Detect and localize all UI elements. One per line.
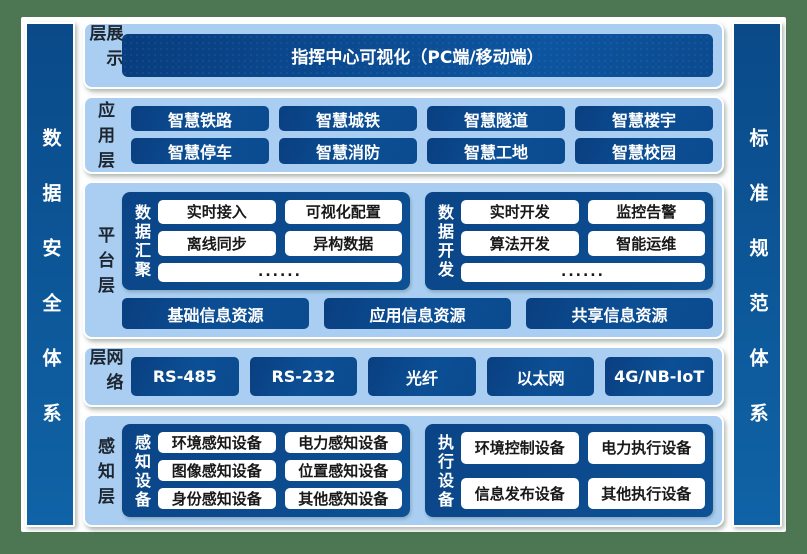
item-monitor-alert: 监控告警	[587, 199, 705, 225]
group-data-aggregation: 数据汇聚 实时接入 可视化配置 离线同步 异构数据 ......	[122, 191, 410, 290]
application-layer-label: 应用层	[94, 101, 114, 177]
perception-layer-label: 感知层	[94, 437, 114, 512]
platform-layer-label-col: 平台层	[85, 183, 122, 337]
data-development-label-col: 数据开发	[433, 200, 455, 282]
standard-spec-label: 标准规范体系	[746, 127, 769, 458]
data-development-grid: 实时开发 监控告警 算法开发 智能运维 ......	[461, 199, 705, 282]
app-box-smart-firefighting: 智慧消防	[279, 138, 417, 164]
layer-panel-display: 展示层 指挥中心可视化（PC端/移动端）	[83, 22, 724, 89]
network-layer-content: RS-485 RS-232 光纤 以太网 4G/NB-IoT	[122, 348, 722, 405]
layer-panel-application: 应用层 智慧铁路 智慧城铁 智慧隧道 智慧楼宇 智慧停车 智慧消防 智慧工地 智…	[83, 96, 724, 176]
item-env-sensing: 环境感知设备	[158, 432, 276, 453]
item-location-sensing: 位置感知设备	[284, 460, 402, 481]
platform-layer-content: 数据汇聚 实时接入 可视化配置 离线同步 异构数据 ...... 数据开发	[122, 183, 722, 337]
sensing-devices-label: 感知设备	[132, 434, 151, 510]
data-security-label: 数据安全体系	[39, 127, 62, 458]
network-layer-label: 网络层	[85, 348, 123, 398]
item-info-publishing: 信息发布设备	[461, 477, 579, 509]
platform-groups-row: 数据汇聚 实时接入 可视化配置 离线同步 异构数据 ...... 数据开发	[122, 191, 713, 290]
item-intelligent-ops: 智能运维	[587, 231, 705, 256]
app-box-smart-metro: 智慧城铁	[279, 106, 417, 132]
item-identity-sensing: 身份感知设备	[158, 488, 276, 509]
resource-basic-info: 基础信息资源	[122, 298, 309, 329]
application-layer-label-col: 应用层	[85, 98, 122, 176]
layer-panel-network: 网络层 RS-485 RS-232 光纤 以太网 4G/NB-IoT	[83, 346, 724, 407]
item-power-sensing: 电力感知设备	[284, 432, 402, 453]
resource-application-info: 应用信息资源	[324, 298, 511, 329]
net-box-rs232: RS-232	[249, 357, 358, 396]
group-sensing-devices: 感知设备 环境感知设备 电力感知设备 图像感知设备 位置感知设备 身份感知设备 …	[122, 424, 410, 517]
display-layer-content: 指挥中心可视化（PC端/移动端）	[122, 24, 722, 87]
layer-panel-platform: 平台层 数据汇聚 实时接入 可视化配置 离线同步 异构数据 ......	[83, 180, 724, 339]
net-box-4g-nbiot: 4G/NB-IoT	[605, 357, 713, 396]
item-realtime-access: 实时接入	[158, 199, 276, 225]
actuator-devices-grid: 环境控制设备 电力执行设备 信息发布设备 其他执行设备	[461, 432, 705, 509]
application-layer-content: 智慧铁路 智慧城铁 智慧隧道 智慧楼宇 智慧停车 智慧消防 智慧工地 智慧校园	[122, 98, 722, 172]
net-box-rs485: RS-485	[131, 357, 239, 396]
app-box-smart-parking: 智慧停车	[131, 138, 269, 164]
item-other-actuator: 其他执行设备	[587, 477, 705, 509]
item-image-sensing: 图像感知设备	[158, 460, 276, 481]
item-heterogeneous-data: 异构数据	[284, 231, 402, 256]
diagram-background: 数据安全体系 展示层 指挥中心可视化（PC端/移动端） 应用层 智慧铁路 智慧城…	[21, 17, 786, 532]
sensing-devices-label-col: 感知设备	[130, 432, 152, 510]
sensing-devices-grid: 环境感知设备 电力感知设备 图像感知设备 位置感知设备 身份感知设备 其他感知设…	[158, 432, 402, 509]
actuator-devices-label-col: 执行设备	[433, 432, 455, 510]
data-security-bar: 数据安全体系	[25, 22, 75, 527]
perception-layer-label-col: 感知层	[85, 416, 122, 525]
group-data-development: 数据开发 实时开发 监控告警 算法开发 智能运维 ......	[425, 191, 713, 290]
app-box-smart-site: 智慧工地	[427, 138, 565, 164]
resource-shared-info: 共享信息资源	[526, 298, 713, 329]
item-other-sensing: 其他感知设备	[284, 488, 402, 509]
net-box-fiber: 光纤	[368, 357, 476, 396]
platform-resources-row: 基础信息资源 应用信息资源 共享信息资源	[122, 298, 713, 329]
data-aggregation-more: ......	[158, 262, 402, 282]
app-box-smart-campus: 智慧校园	[575, 138, 713, 164]
item-realtime-dev: 实时开发	[461, 199, 579, 225]
net-box-ethernet: 以太网	[486, 357, 595, 396]
app-box-smart-tunnel: 智慧隧道	[427, 106, 565, 132]
data-aggregation-label: 数据汇聚	[132, 204, 151, 281]
actuator-devices-label: 执行设备	[435, 434, 454, 510]
network-layer-label-col: 网络层	[85, 348, 123, 405]
display-layer-label: 展示层	[85, 24, 123, 74]
data-aggregation-label-col: 数据汇聚	[130, 200, 152, 282]
item-offline-sync: 离线同步	[158, 231, 276, 256]
standard-spec-bar: 标准规范体系	[732, 22, 782, 527]
app-box-smart-railway: 智慧铁路	[131, 106, 269, 132]
item-env-control: 环境控制设备	[461, 432, 579, 464]
data-development-more: ......	[461, 262, 705, 282]
platform-layer-label: 平台层	[94, 226, 114, 302]
perception-layer-content: 感知设备 环境感知设备 电力感知设备 图像感知设备 位置感知设备 身份感知设备 …	[122, 416, 722, 525]
item-visual-config: 可视化配置	[284, 199, 402, 225]
data-aggregation-grid: 实时接入 可视化配置 离线同步 异构数据 ......	[158, 199, 402, 282]
display-layer-label-col: 展示层	[85, 24, 123, 87]
app-box-smart-building: 智慧楼宇	[575, 106, 713, 132]
group-actuator-devices: 执行设备 环境控制设备 电力执行设备 信息发布设备 其他执行设备	[425, 424, 713, 517]
item-algorithm-dev: 算法开发	[461, 231, 579, 256]
layer-panel-perception: 感知层 感知设备 环境感知设备 电力感知设备 图像感知设备 位置感知设备 身份感…	[83, 414, 724, 527]
data-development-label: 数据开发	[435, 204, 454, 281]
item-power-actuator: 电力执行设备	[587, 432, 705, 464]
command-center-box: 指挥中心可视化（PC端/移动端）	[122, 34, 713, 77]
layers-column: 展示层 指挥中心可视化（PC端/移动端） 应用层 智慧铁路 智慧城铁 智慧隧道 …	[83, 22, 724, 527]
